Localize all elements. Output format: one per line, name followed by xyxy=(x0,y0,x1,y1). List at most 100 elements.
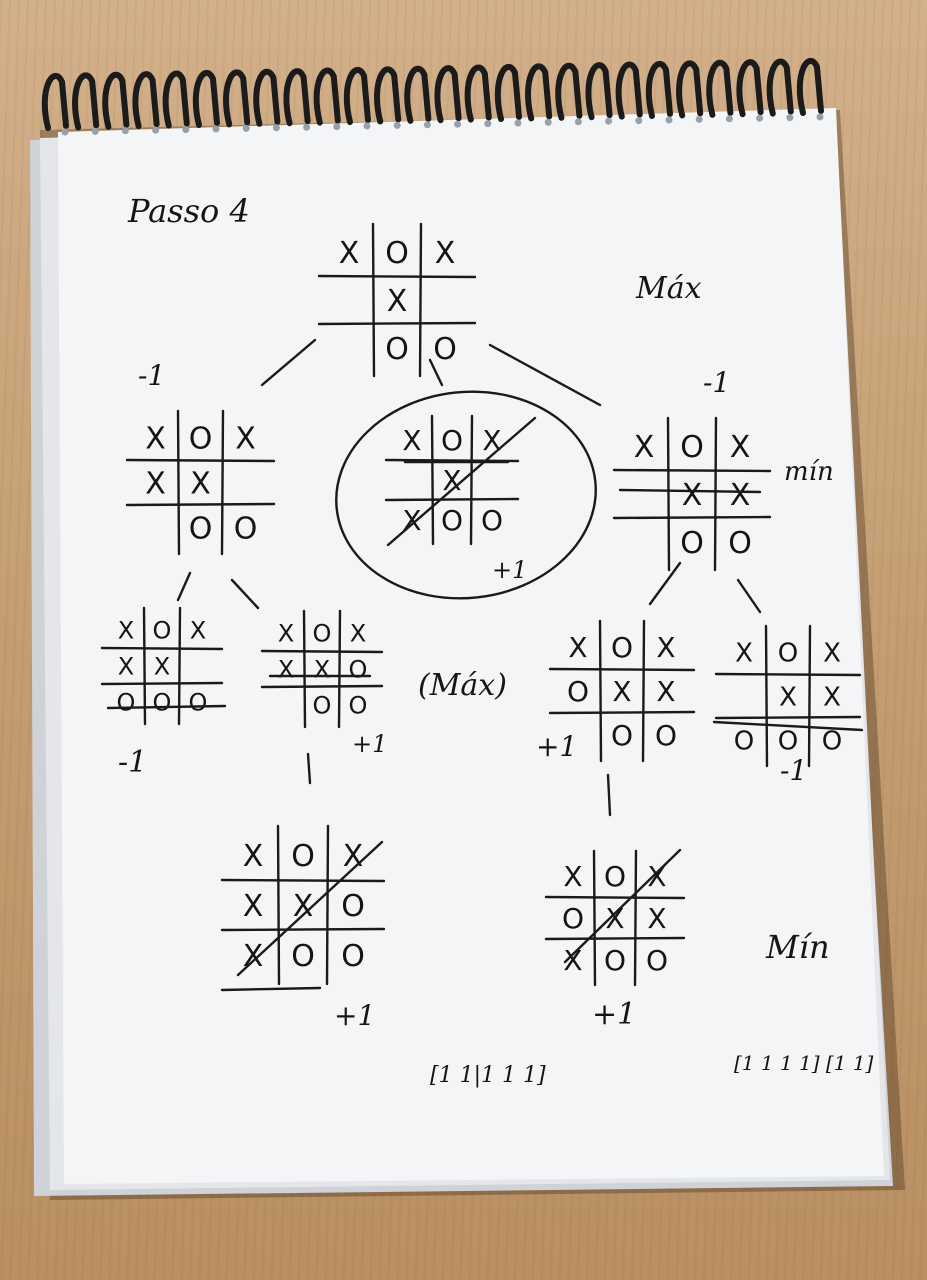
o-mark: O xyxy=(313,620,332,648)
spiral-hole xyxy=(333,123,341,131)
o-mark: O xyxy=(313,692,332,720)
spiral-coil xyxy=(102,71,130,130)
o-mark: O xyxy=(604,944,626,977)
o-mark: O xyxy=(385,236,409,271)
spiral-hole xyxy=(121,127,129,135)
score-leaf-d: -1 xyxy=(780,754,807,787)
grid-line xyxy=(100,646,224,651)
score-leaf-e: +1 xyxy=(334,999,375,1032)
spiral-coil xyxy=(162,70,190,129)
o-mark: O xyxy=(680,430,704,465)
x-mark: X xyxy=(145,466,166,501)
o-mark: O xyxy=(441,504,463,537)
grid-line xyxy=(317,321,477,326)
spiral-coil xyxy=(313,67,341,126)
x-mark: X xyxy=(118,653,134,681)
x-mark: X xyxy=(190,617,206,645)
x-mark: X xyxy=(563,860,582,893)
x-mark: X xyxy=(730,478,751,513)
x-mark: X xyxy=(402,424,421,457)
level-label-level3: Mín xyxy=(765,928,830,966)
spiral-coil xyxy=(374,66,402,125)
o-mark: O xyxy=(349,656,368,684)
x-mark: X xyxy=(634,430,655,465)
grid-line xyxy=(220,878,386,883)
spiral-coil xyxy=(796,58,824,116)
x-mark: X xyxy=(154,653,170,681)
spiral-hole xyxy=(574,118,582,126)
level-label-level2: (Máx) xyxy=(418,668,507,703)
x-mark: X xyxy=(682,478,703,513)
x-mark: X xyxy=(563,944,582,977)
spiral-hole xyxy=(423,121,431,129)
notebook-page xyxy=(58,108,884,1184)
grid-line xyxy=(384,497,520,502)
o-mark: O xyxy=(189,421,213,456)
o-mark: O xyxy=(189,689,208,717)
grid-line xyxy=(666,416,671,572)
o-mark: O xyxy=(385,332,409,367)
grid-line xyxy=(469,414,474,546)
x-mark: X xyxy=(339,236,360,271)
score-leaf-c: +1 xyxy=(536,730,577,763)
grid-line xyxy=(714,672,862,677)
x-mark: X xyxy=(314,656,330,684)
grid-line xyxy=(276,824,281,986)
grid-line xyxy=(641,619,646,763)
spiral-coil xyxy=(72,72,100,131)
grid-line xyxy=(177,606,182,726)
o-mark: O xyxy=(349,692,368,720)
grid-line xyxy=(418,222,423,378)
x-mark: X xyxy=(243,889,264,924)
o-mark: O xyxy=(567,675,589,708)
win-strike-lines xyxy=(106,416,864,992)
o-mark: O xyxy=(291,939,315,974)
page-label: Passo 4 xyxy=(127,192,250,230)
grid-line xyxy=(317,274,477,279)
grid-line xyxy=(713,416,718,572)
x-mark: X xyxy=(482,424,501,457)
spiral-coil xyxy=(404,65,432,124)
grid-line xyxy=(100,681,224,686)
x-mark: X xyxy=(612,675,631,708)
spiral-binding xyxy=(41,58,824,136)
tree-edges xyxy=(176,338,762,817)
spiral-hole xyxy=(605,117,613,125)
o-mark: O xyxy=(117,689,136,717)
spiral-coil xyxy=(555,62,583,121)
x-mark: X xyxy=(656,631,675,664)
spiral-coil xyxy=(706,59,734,118)
spiral-coil xyxy=(223,69,251,128)
grid-line xyxy=(260,649,384,654)
spiral-hole xyxy=(91,127,99,135)
x-mark: X xyxy=(605,902,624,935)
grid-line xyxy=(764,624,769,768)
x-mark: X xyxy=(145,421,166,456)
spiral-hole xyxy=(363,122,371,130)
x-mark: X xyxy=(350,620,366,648)
x-mark: X xyxy=(647,902,666,935)
spiral-coil xyxy=(585,62,613,121)
spiral-coil xyxy=(494,64,522,122)
grid-line xyxy=(592,849,597,987)
spiral-hole xyxy=(514,119,522,127)
spiral-coil xyxy=(434,65,462,124)
spiral-coil xyxy=(766,58,794,117)
grid-line xyxy=(548,710,696,715)
o-mark: O xyxy=(441,424,463,457)
level-label-root: Máx xyxy=(635,271,702,306)
grid-line xyxy=(633,849,638,987)
spiral-coil xyxy=(132,71,160,130)
spiral-coil xyxy=(615,61,643,120)
grid-line xyxy=(125,458,276,463)
selected-node-circle xyxy=(335,390,597,600)
spiral-hole xyxy=(544,118,552,126)
x-mark: X xyxy=(823,638,841,668)
o-mark: O xyxy=(822,726,842,756)
